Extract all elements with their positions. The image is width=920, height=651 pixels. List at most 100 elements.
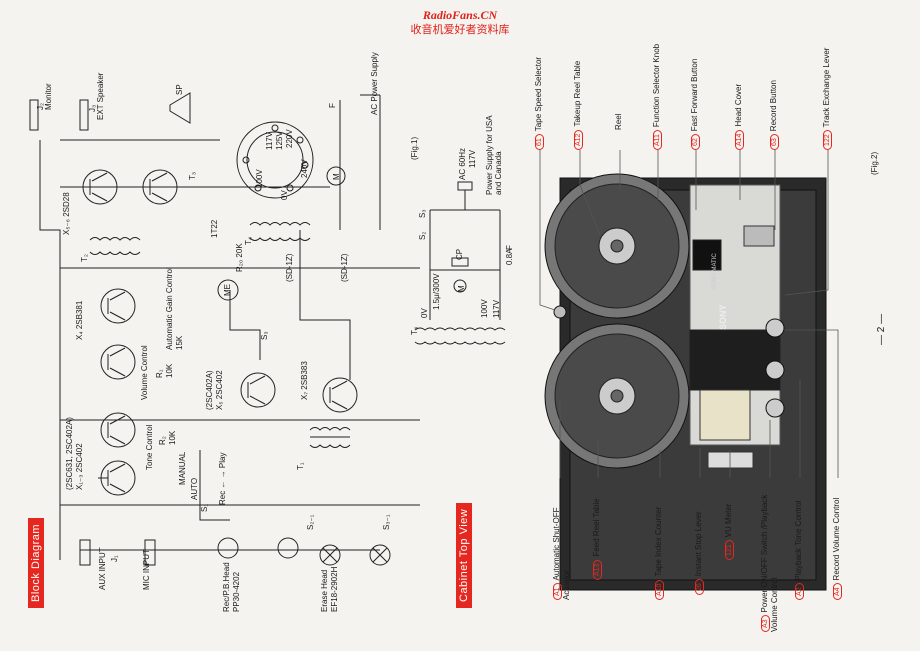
callout-fast-forward-button: 62Fast Forward Button	[690, 59, 700, 150]
cabinet-title: Cabinet Top View	[456, 502, 472, 608]
rec-head-a	[217, 537, 239, 559]
transformer-t4	[249, 222, 311, 241]
page-number: — 2 —	[876, 313, 887, 345]
monitor-label: Monitor	[44, 83, 53, 110]
fig1-100v: 100V	[480, 299, 489, 318]
r1-val-label: 10K	[165, 363, 174, 378]
transistor-x5	[240, 372, 276, 408]
voltage-selector	[236, 121, 314, 199]
x7-label: X₇ 2SB383	[300, 361, 309, 400]
ac-power-label: AC Power Supply	[370, 52, 379, 115]
callout-feed-reel-table: A13Feed Reel Table	[592, 480, 602, 580]
j1-label: J₁	[110, 555, 119, 562]
watermark-cn: 收音机爱好者资料库	[410, 24, 510, 36]
s21-label: S₂₋₁	[306, 514, 315, 530]
agc-label: Automatic Gain Control	[165, 267, 174, 350]
me-label: ME	[223, 284, 232, 296]
fig1-ac: AC 60Hz	[458, 147, 467, 180]
transformer-t1	[309, 427, 351, 448]
erase-head-label: Erase Head	[320, 569, 329, 612]
fig1-117v: 117V	[468, 149, 477, 168]
x13-label: X₁₋₃ 2SC402	[75, 443, 84, 490]
fig1-m: M	[457, 285, 466, 292]
r1-label: R₁	[155, 369, 164, 378]
fig1-power-supply-lines	[414, 181, 506, 345]
x4-label: X₄ 2SB381	[75, 300, 84, 340]
sp-label: SP	[175, 84, 184, 95]
callout-reel: Reel	[614, 113, 623, 130]
sd1z-a-label: (SD-1Z)	[285, 253, 294, 282]
t2-label: T₂	[80, 254, 89, 262]
monitor-jack	[29, 99, 39, 131]
erase-head-a	[319, 544, 341, 566]
x13b-label: (2SC631, 2SC402A)	[65, 417, 74, 490]
fig1-s3: S₃	[418, 209, 427, 218]
ext-speaker-jack	[79, 99, 89, 131]
fig2-caption: (Fig.2)	[870, 151, 879, 175]
cabinet-photo	[544, 173, 827, 591]
ext-speaker-label: EXT Speaker	[96, 72, 105, 120]
fig1-cp: CP	[455, 248, 464, 260]
x5-label: X₅ 2SC402	[215, 370, 224, 410]
s1-label: S₁	[200, 503, 209, 512]
aux-jack	[79, 539, 91, 566]
mic-input-label: MIC INPUT	[142, 549, 151, 590]
fig1-fuse: 0.8A	[505, 248, 514, 265]
auto-label: AUTO	[190, 477, 199, 500]
motor-label: M	[332, 173, 341, 180]
volume-control-label: Volume Control	[140, 345, 149, 400]
transistor-x56b	[142, 169, 178, 205]
block-diagram-title: Block Diagram	[28, 517, 44, 608]
fig1-117v-b: 117V	[492, 299, 501, 318]
t3-label: T₃	[188, 171, 197, 180]
transistor-x1	[98, 460, 136, 496]
tone-control-label: Tone Control	[145, 424, 154, 470]
t4-label: T₄	[244, 236, 253, 245]
callout-playback-tone-control: A2Playback Tone Control	[794, 501, 804, 600]
transistor-x3	[100, 344, 136, 380]
mic-jack	[144, 539, 156, 566]
erase-head-part-label: EF18-2902H	[330, 566, 339, 612]
callout-instant-stop-lever: 26Instant Stop Lever	[694, 511, 704, 595]
s3-label: S₃	[260, 331, 269, 340]
j2-label: J₂	[36, 102, 45, 110]
volt-117-label: 117V	[265, 131, 274, 150]
rec-head-part-label: PP30-4202	[232, 571, 241, 612]
model-label: SONY-MATIC	[712, 253, 718, 290]
callout-function-selector-knob: A11Function Selector Knob	[652, 44, 662, 150]
r20-label: R₂₀ 20K	[235, 243, 244, 272]
callout-tape-index-counter: A10Tape Index Counter	[654, 507, 664, 600]
fig1-t4: T₄	[410, 326, 419, 335]
transformer-t2	[89, 237, 141, 255]
rec-head-label: Rec/P.B.Head	[222, 562, 231, 612]
x56-label: X₅₋₆ 2SD28	[62, 192, 71, 235]
s31-label: S₃₋₁	[382, 514, 391, 530]
t1-label: T₁	[296, 462, 305, 470]
transistor-x2	[100, 412, 136, 448]
transistor-x7	[322, 377, 358, 413]
fig1-s2: S₂	[418, 231, 427, 240]
fig1-0v: 0V	[420, 308, 429, 318]
level-meter-symbol	[217, 279, 239, 301]
callout-tape-speed-selector: 61Tape Speed Selector	[534, 57, 544, 150]
callout-power-switch-playback-volume: A3Power ON/OFF Switch /Playback Volume C…	[760, 494, 779, 632]
fig1-supply-title: Power Supply for USA and Canada	[485, 115, 503, 195]
rec-play-label: Rec ← → Play	[218, 452, 227, 505]
motor-symbol	[326, 166, 346, 186]
watermark-site: RadioFans.CN	[422, 8, 498, 22]
volt-0-label: 0V	[280, 190, 289, 200]
callout-record-button: 63Record Button	[769, 80, 779, 150]
fig1-cap: 1.5μ/300V	[432, 273, 441, 310]
callout-head-cover: A14Head Cover	[734, 84, 744, 150]
callout-leaders	[539, 150, 839, 478]
callout-automatic-shutoff-actuator: A1Automatic Shut-OFF Actuator	[552, 507, 571, 600]
x5b-label: (2SC402A)	[205, 370, 214, 410]
aux-input-label: AUX INPUT	[98, 547, 107, 590]
brand-label: SONY	[718, 304, 728, 330]
diode-label: 1T22	[210, 219, 219, 238]
agc-val-label: 15K	[175, 335, 184, 350]
volt-240-label: 240V	[300, 159, 309, 178]
volt-100-label: 100V	[255, 169, 264, 188]
rec-head-b	[277, 537, 299, 559]
callout-vu-meter: 121VU Meter	[724, 504, 734, 560]
